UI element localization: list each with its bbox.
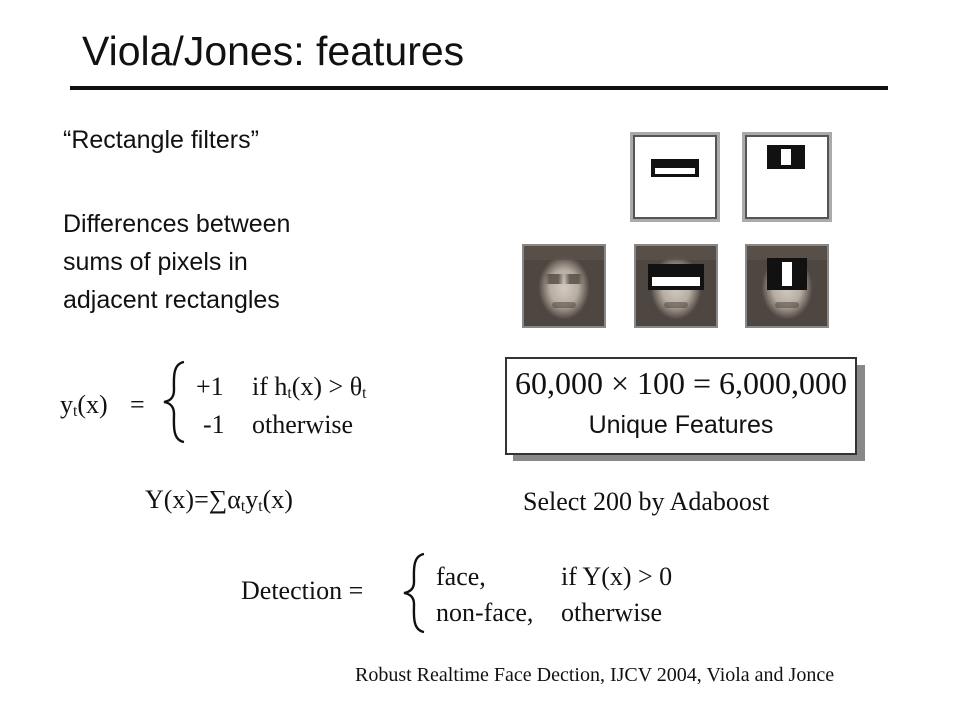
description-line-2: sums of pixels in [63,248,248,276]
face-horizontal-filter-image [634,244,718,328]
classifier-case1-value: +1 [196,372,224,401]
classifier-case2-value: -1 [203,410,225,439]
strong-classifier-formula: Y(x)=∑αtyt(x) [145,485,293,515]
vertical-filter-graphic [767,145,805,169]
detection-case1-condition: if Y(x) > 0 [561,562,673,591]
description-line-3: adjacent rectangles [63,286,280,314]
slide-title: Viola/Jones: features [82,28,465,74]
face-image [522,244,606,328]
vertical-filter-icon [745,135,829,219]
description-text: Differences between sums of pixels in ad… [63,205,290,319]
horizontal-filter-graphic [651,159,699,177]
classifier-case1-condition: if ht(x) > θt [252,372,367,402]
left-brace-icon [163,360,185,444]
description-line-1: Differences between [63,210,291,238]
detection-case1-value: face, [436,562,486,591]
detection-lhs: Detection = [241,576,364,605]
weak-classifier-equals: = [130,390,145,419]
unique-features-label: Unique Features [588,411,774,439]
face-vertical-filter-image [745,244,829,328]
select-adaboost-text: Select 200 by Adaboost [523,487,770,516]
citation: Robust Realtime Face Dection, IJCV 2004,… [355,664,835,686]
title-underline [70,86,888,90]
detection-case2-condition: otherwise [561,598,663,627]
rectangle-filters-heading: “Rectangle filters” [63,126,259,154]
horizontal-filter-icon [633,135,717,219]
detection-brace-icon [403,552,425,634]
unique-features-box: 60,000 × 100 = 6,000,000 Unique Features [505,357,857,455]
vertical-filter-overlay [767,258,807,290]
weak-classifier-lhs: yt(x) [60,390,108,420]
unique-features-equation: 60,000 × 100 = 6,000,000 [514,365,848,401]
detection-case2-value: non-face, [436,598,534,627]
classifier-case2-condition: otherwise [252,410,354,439]
horizontal-filter-overlay [648,264,704,290]
